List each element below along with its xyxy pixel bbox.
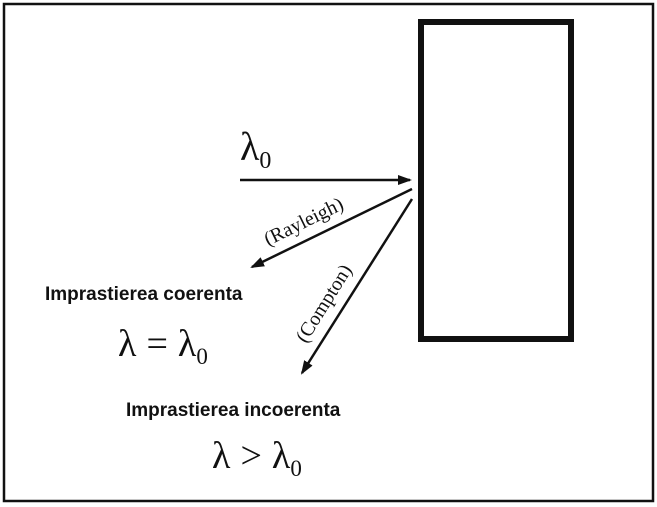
coherent-equation: λ=λ0 (118, 323, 208, 369)
incident-wavelength-label: λ0 (240, 124, 271, 174)
rayleigh-scatter-arrow (250, 187, 413, 269)
compton-scatter-arrow (300, 198, 414, 375)
sample-block (418, 19, 574, 342)
incoherent-scattering-title: Imprastierea incoerenta (126, 400, 341, 421)
incoherent-equation: λ>λ0 (212, 435, 302, 481)
coherent-scattering-title: Imprastierea coerenta (45, 284, 243, 305)
